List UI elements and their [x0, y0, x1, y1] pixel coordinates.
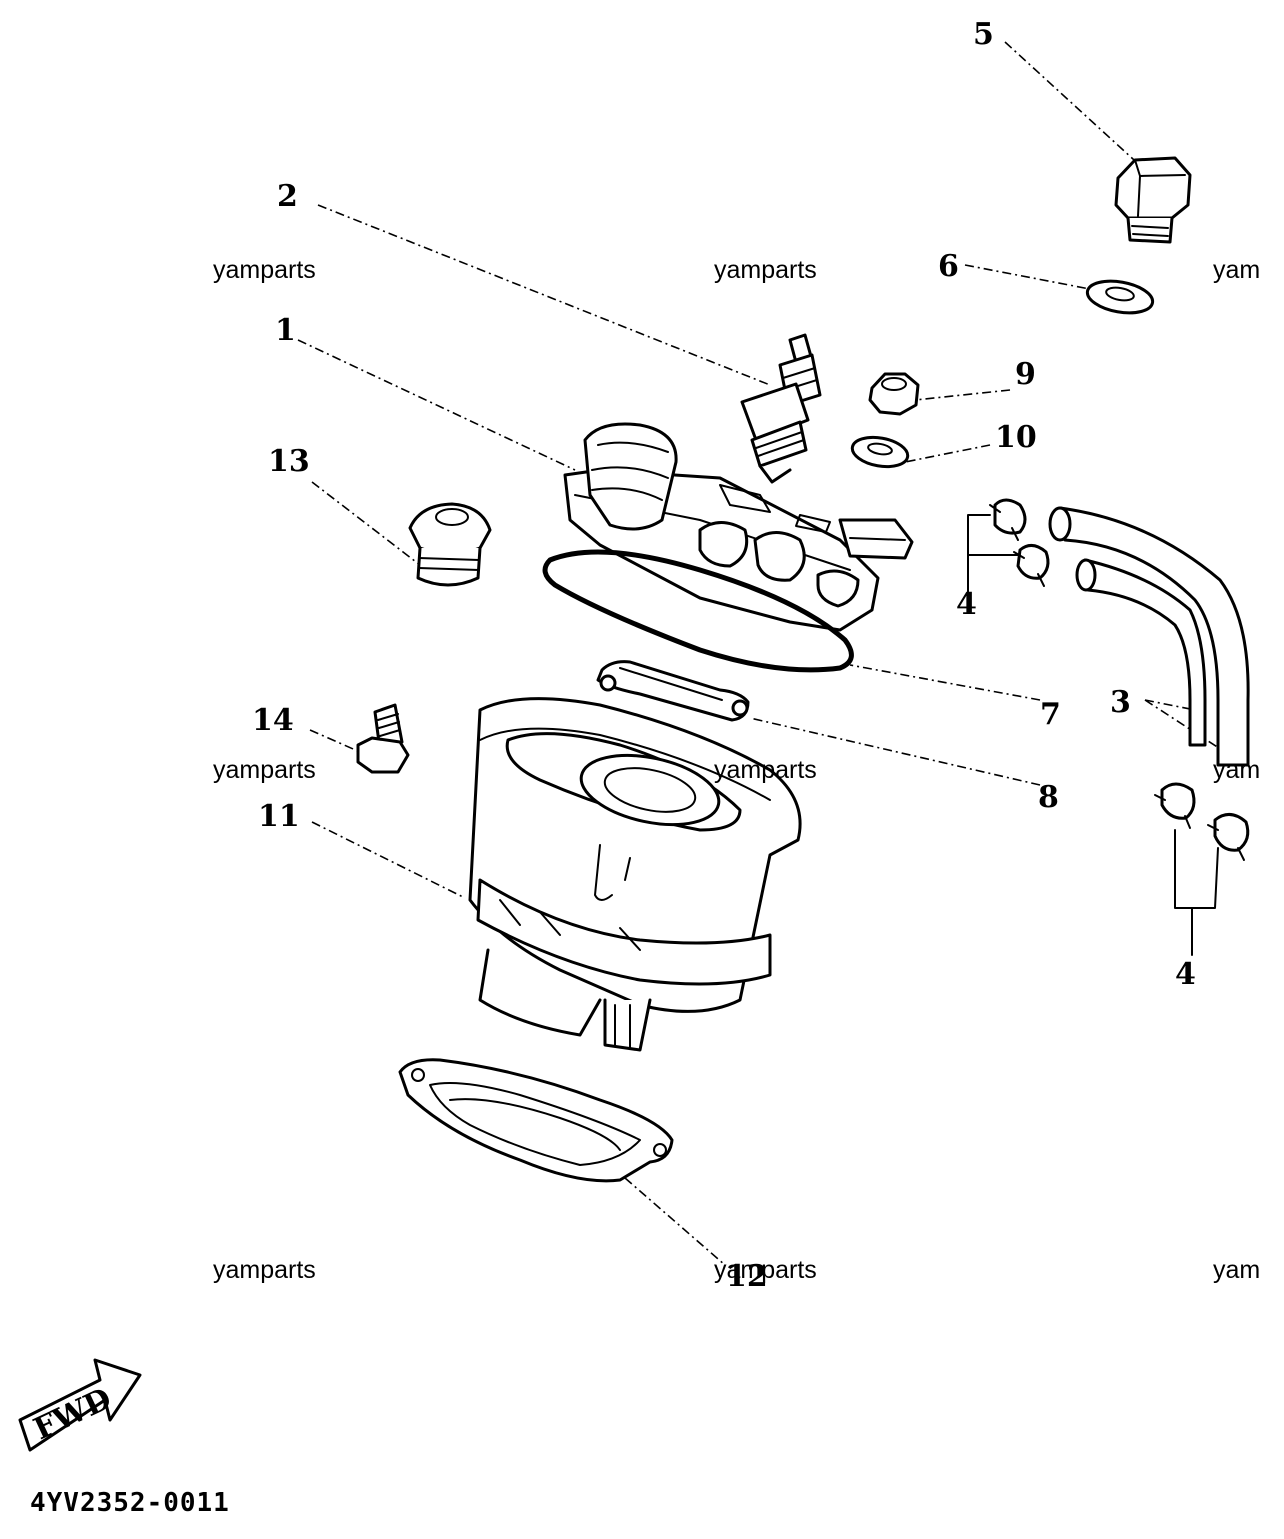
- washer-part-10: [850, 435, 910, 469]
- callout-1: 1: [275, 313, 296, 348]
- washer-part-6: [1085, 279, 1155, 315]
- callout-4-lower: 4: [1175, 957, 1196, 992]
- callout-5: 5: [973, 17, 994, 52]
- cylinder-part-11: [468, 697, 802, 1052]
- callout-4-upper: 4: [956, 587, 977, 622]
- watermark: yamparts: [213, 1256, 316, 1284]
- gasket-part-8: [596, 660, 750, 722]
- callout-6: 6: [938, 249, 959, 284]
- callout-2: 2: [277, 179, 298, 214]
- callout-14: 14: [252, 703, 294, 738]
- bolt-part-5: [1114, 156, 1192, 244]
- base-gasket-part-12: [398, 1058, 674, 1183]
- watermark: yamparts: [714, 256, 817, 284]
- callout-10: 10: [995, 420, 1037, 455]
- fwd-label: FWD: [29, 1381, 117, 1447]
- watermark-cut: yam: [1213, 1256, 1261, 1284]
- watermark-cut: yam: [1213, 756, 1261, 784]
- callout-9: 9: [1015, 357, 1036, 392]
- callout-11: 11: [258, 799, 300, 834]
- watermark: yamparts: [714, 1256, 817, 1284]
- watermark: yamparts: [213, 256, 316, 284]
- hose-clamps-part-4: [989, 498, 1250, 861]
- callout-3: 3: [1110, 685, 1131, 720]
- callout-12: 12: [726, 1259, 768, 1294]
- nut-part-9: [868, 372, 920, 416]
- fwd-arrow: FWD: [18, 1358, 142, 1452]
- diagram-code: 4YV2352-0011: [30, 1488, 230, 1518]
- thermostat-part-13: [408, 502, 492, 587]
- callout-8: 8: [1038, 780, 1059, 815]
- cylinder-head-part-1: [563, 422, 914, 632]
- leader-lines: [297, 41, 1226, 1266]
- callout-13: 13: [268, 444, 310, 479]
- hoses-part-3: [1048, 506, 1250, 767]
- watermark-cut: yam: [1213, 256, 1261, 284]
- watermark: yamparts: [714, 756, 817, 784]
- head-gasket-part-7: [542, 549, 854, 673]
- spark-plug-part-2: [740, 333, 822, 484]
- callout-7: 7: [1040, 697, 1061, 732]
- watermark: yamparts: [213, 756, 316, 784]
- bolt-part-14: [356, 703, 410, 774]
